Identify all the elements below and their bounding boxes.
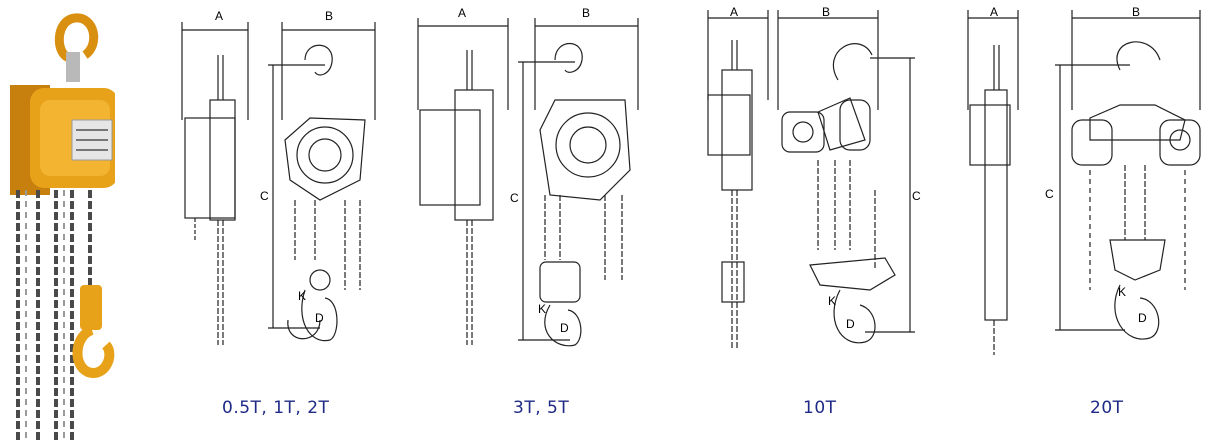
- dim-label-d: D: [560, 321, 569, 335]
- dim-label-a: A: [990, 5, 998, 19]
- dim-label-k: K: [538, 302, 546, 316]
- caption-10t: 10T: [803, 398, 837, 418]
- dim-label-b: B: [582, 6, 590, 20]
- dim-label-k: K: [1118, 285, 1126, 299]
- diagram-3t-5t: A B C K D: [417, 6, 639, 347]
- caption-0-5t-1t-2t: 0.5T, 1T, 2T: [222, 398, 330, 418]
- chain-hoist-photo: [10, 13, 115, 442]
- dim-label-k: K: [298, 289, 306, 303]
- diagram-0-5t-1t-2t: A B C K D: [181, 9, 376, 345]
- caption-20t: 20T: [1090, 398, 1124, 418]
- dim-label-d: D: [846, 317, 855, 331]
- dim-label-c: C: [260, 189, 269, 203]
- dim-label-c: C: [510, 191, 519, 205]
- diagram-10t: A B C K D: [707, 5, 921, 350]
- dim-label-d: D: [315, 311, 324, 325]
- dim-label-c: C: [1045, 187, 1054, 201]
- caption-3t-5t: 3T, 5T: [513, 398, 570, 418]
- dim-label-b: B: [822, 5, 830, 19]
- dim-label-a: A: [458, 6, 466, 20]
- dim-label-d: D: [1138, 311, 1147, 325]
- dim-label-k: K: [828, 294, 836, 308]
- dim-label-c: C: [912, 189, 921, 203]
- dim-label-b: B: [325, 9, 333, 23]
- diagram-20t: A B C K D: [967, 5, 1201, 355]
- dim-label-a: A: [215, 9, 223, 23]
- dim-label-a: A: [730, 5, 738, 19]
- dim-label-b: B: [1132, 5, 1140, 19]
